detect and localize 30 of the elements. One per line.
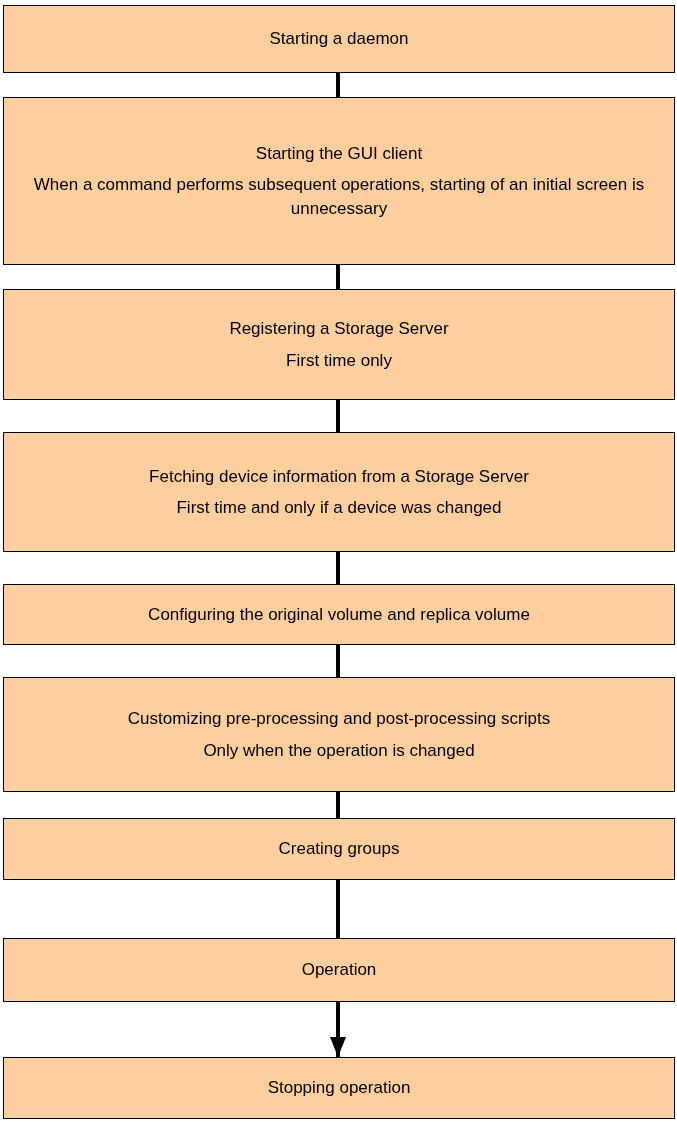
connector-line <box>336 73 340 97</box>
process-box <box>3 818 675 880</box>
step-title: Creating groups <box>278 838 400 861</box>
process-box <box>3 5 675 73</box>
connector-line <box>336 645 340 677</box>
step-note: When a command performs subsequent operations, starting of an initial screen is unnecessary <box>32 174 646 220</box>
process-box <box>3 1057 675 1119</box>
connector-line <box>336 880 340 938</box>
step-note: First time only <box>286 349 392 372</box>
step-note: First time and only if a device was changed <box>176 497 502 519</box>
step-title: Starting the GUI client <box>255 142 423 165</box>
step-title: Stopping operation <box>267 1077 411 1100</box>
step-title: Starting a daemon <box>269 28 409 51</box>
connector-line <box>336 552 340 584</box>
process-box <box>3 289 675 400</box>
process-box <box>3 97 675 265</box>
connector-line <box>336 792 340 818</box>
step-title: Configuring the original volume and replica volume <box>148 603 530 626</box>
step-title: Customizing pre-processing and post-processing scripts <box>127 708 551 731</box>
process-box <box>3 938 675 1002</box>
connector-line <box>336 400 340 432</box>
connector-line <box>336 265 340 289</box>
connector-line <box>330 1002 346 1057</box>
step-title: Operation <box>301 959 377 982</box>
process-box <box>3 432 675 552</box>
step-note: Only when the operation is changed <box>203 739 475 762</box>
step-title: Fetching device information from a Storage Server <box>149 465 529 488</box>
step-title: Registering a Storage Server <box>229 318 449 341</box>
process-box <box>3 584 675 645</box>
process-box <box>3 677 675 792</box>
